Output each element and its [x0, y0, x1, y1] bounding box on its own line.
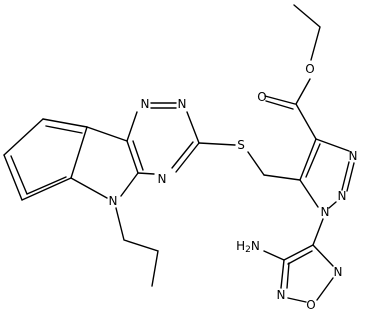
sulfur-to-triazine-bond	[198, 142, 236, 146]
triazole-n-lower-right-label: N	[338, 189, 347, 203]
triazine-n-top-left-label: N	[141, 97, 150, 111]
triazole-n3-n2-bond-a	[341, 161, 350, 191]
benzo-bond-1	[42, 118, 88, 128]
triazine-c-c-fusion-bond-a	[126, 140, 139, 174]
benzo-bond-3-double	[10, 155, 28, 195]
triazine-n1-c-bond	[126, 111, 138, 142]
triazole-n-right-label: N	[349, 149, 358, 163]
pyrrole-n-benzo-bond	[70, 177, 108, 199]
triazole-to-furazan-bond	[312, 218, 324, 246]
propyl-chain-bond	[115, 207, 159, 287]
carbonyl-double-bond-a	[264, 95, 296, 105]
carbonyl-c-to-triazole-bond	[295, 103, 317, 140]
triazole-c4-n3-bond	[315, 138, 350, 152]
triazole-n3-n2-bond-b	[346, 162, 355, 192]
furazan-n-right-label: N	[334, 265, 343, 279]
furazan-n-left-c-bond-b	[286, 262, 290, 289]
pyrrole-benzo-fusion-bond	[70, 126, 88, 179]
benzo-bond-4-double	[26, 176, 67, 195]
atom-labels: O O S N N N N N N N H2N N N O	[109, 62, 358, 312]
triazine-c-n4-bond	[137, 172, 155, 175]
triazine-n4-c3-bond-b	[171, 141, 194, 169]
triazole-to-ch2-bond	[263, 174, 301, 181]
bond-lines	[3, 4, 355, 303]
benzo-bond-4	[21, 177, 72, 201]
ch2-to-sulfur-bond	[247, 151, 265, 176]
furazan-n-left-c-bond-a	[280, 259, 285, 289]
furazan-n-right-o-bond	[316, 277, 334, 301]
triazine-n-top-right-label: N	[178, 97, 187, 111]
triazine-n-bottom-label: N	[158, 172, 167, 186]
triazole-n1-label: N	[321, 205, 330, 219]
benzo-bond-2	[3, 118, 44, 156]
pyrrole-c-c-bond	[86, 126, 128, 142]
triazole-c5-c4-bond-a	[299, 138, 317, 181]
furazan-n-left-label: N	[277, 288, 286, 302]
furazan-c-c-bond-b	[287, 250, 313, 265]
benzo-bond-3	[3, 154, 23, 201]
triazine-n4-c3-bond-a	[175, 142, 200, 173]
furazan-oxygen-label: O	[306, 298, 315, 312]
furazan-c-n-right-bond	[312, 244, 334, 267]
ethyl-chain-bond	[293, 4, 321, 61]
amino-group-label: H2N	[236, 239, 260, 255]
triazole-n2-n1-bond	[328, 201, 337, 209]
triazole-n1-c5-bond	[299, 179, 319, 208]
carbonyl-double-bond-b	[265, 100, 294, 110]
indole-n-label: N	[109, 194, 118, 208]
carbonyl-oxygen-label: O	[257, 90, 266, 104]
furazan-o-n-left-bond	[287, 297, 307, 303]
furazan-c-c-bond-a	[283, 244, 314, 261]
ester-o-to-carbonyl-c-bond	[295, 78, 311, 105]
benzo-bond-1-double	[45, 125, 83, 134]
sulfur-label: S	[237, 138, 245, 152]
triazole-c5-c4-bond-b	[305, 143, 321, 178]
furazan-to-amino-bond	[263, 250, 285, 261]
triazine-c-c-fusion-bond-b	[132, 140, 144, 171]
triazine-c3-n2-bond	[186, 111, 200, 144]
pyrrole-c-n-bond	[120, 172, 139, 197]
ether-oxygen-label: O	[305, 62, 314, 76]
